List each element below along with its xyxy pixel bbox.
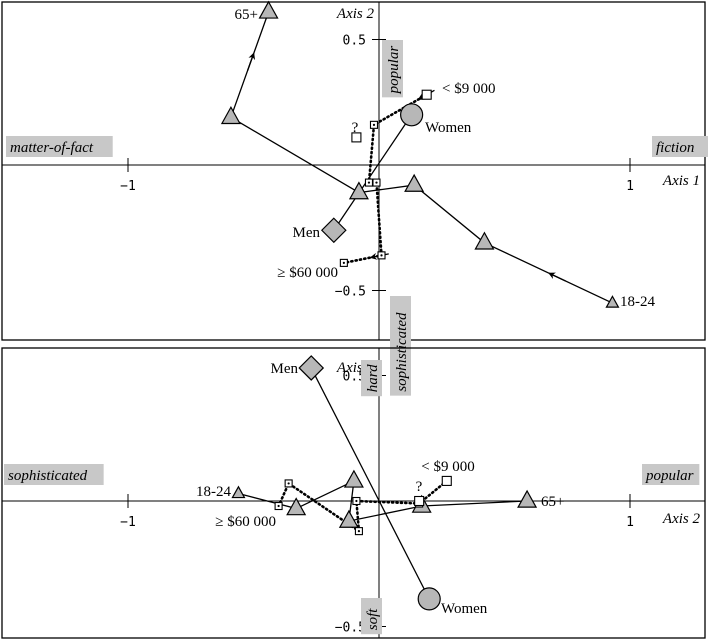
top-income-point-1-dot [372, 123, 376, 126]
bottom-income-point-5-dot [277, 504, 280, 508]
top-gender-point-1 [400, 103, 424, 127]
top-pole-x-negative-box [6, 136, 113, 157]
bottom-income-point-4-dot [287, 482, 290, 485]
bottom-pole-y-positive: hard [365, 364, 381, 392]
top-income-point-0 [421, 89, 432, 100]
bottom-age-label-5: 65+ [541, 494, 564, 510]
top-y-tick-label: 0.5 [343, 34, 366, 49]
bottom-income-unknown-point-0 [414, 495, 425, 507]
top-gender-trajectory [333, 114, 413, 231]
top-income-unknown-point-0 [351, 132, 362, 143]
top-age-point-3 [348, 181, 369, 200]
top-income-unknown-label-0: ? [352, 120, 359, 136]
bottom-y-tick-label: −0.5 [335, 621, 366, 636]
bottom-frame [1, 347, 706, 639]
top-age-point-4 [220, 106, 241, 125]
top-x-tick-label: 1 [626, 179, 634, 194]
bottom-gender-trajectory [310, 367, 430, 600]
top-pole-x-negative: matter-of-fact [10, 140, 94, 156]
bottom-age-point-3 [338, 509, 359, 528]
bottom-age-point-1 [286, 497, 307, 516]
top-income-point-3-dot [375, 181, 378, 184]
top-pole-y-positive: popular [386, 46, 402, 95]
bottom-age-point-0 [231, 485, 246, 499]
top-y-tick-label: −0.5 [335, 285, 366, 300]
bottom-age-point-5 [517, 489, 538, 508]
top-pole-y-positive-box [382, 40, 403, 98]
top-age-label-0: 18-24 [620, 294, 655, 310]
bottom-x-axis-label: Axis 2 [662, 511, 701, 527]
bottom-age-point-2 [343, 469, 364, 488]
top-frame [1, 1, 706, 341]
top-income-point-2-dot [367, 181, 371, 184]
top-gender-label-0: Men [293, 225, 321, 241]
panel-top: −1 1 0.5 −0.5 Axis 1 Axis 2 matter-of-fact fict… [1, 0, 708, 396]
top-income-label-5: ≥ $60 000 [277, 265, 338, 281]
top-pole-y-negative-box [390, 296, 411, 396]
top-pole-x-positive: fiction [656, 140, 694, 156]
top-y-axis-label: Axis 2 [336, 6, 375, 22]
bottom-pole-y-negative-box [361, 598, 382, 635]
top-gender-point-0 [320, 217, 347, 244]
bottom-gender-point-1 [417, 587, 441, 611]
top-age-label-5: 65+ [235, 7, 258, 23]
top-x-axis-label: Axis 1 [662, 173, 700, 189]
bottom-pole-x-positive: popular [645, 468, 694, 484]
bottom-pole-x-negative-box [4, 464, 104, 485]
top-age-point-0 [605, 295, 620, 308]
bottom-age-trajectory [238, 479, 528, 522]
top-gender-label-1: Women [425, 120, 472, 136]
top-x-tick-label: −1 [120, 179, 136, 194]
bottom-income-label-5: ≥ $60 000 [215, 514, 276, 530]
top-age-trajectory [230, 11, 613, 304]
top-age-point-2 [404, 173, 425, 192]
top-income-point-5-dot [342, 261, 345, 264]
top-age-point-5 [258, 0, 279, 19]
bottom-income-unknown-label-0: ? [416, 479, 423, 495]
bottom-income-point-0 [441, 475, 452, 486]
bottom-income-label-0: < $9 000 [421, 459, 474, 475]
top-age-direction-arrow [548, 272, 566, 282]
bottom-pole-x-negative: sophisticated [8, 468, 88, 484]
bottom-y-tick-label: 0.5 [343, 370, 366, 385]
bottom-gender-label-1: Women [441, 601, 488, 617]
top-income-point-4-dot [380, 254, 383, 257]
top-age-point-1 [474, 231, 495, 250]
bottom-pole-y-positive-box [361, 360, 382, 397]
bottom-pole-x-positive-box [642, 464, 700, 485]
bottom-income-point-2-dot [355, 499, 358, 503]
top-age-direction-arrow [246, 52, 256, 71]
bottom-gender-point-0 [298, 355, 325, 381]
bottom-x-tick-label: 1 [626, 515, 634, 530]
top-income-label-0: < $9 000 [442, 81, 495, 97]
bottom-gender-label-0: Men [271, 361, 299, 377]
top-pole-x-positive-box [652, 136, 708, 157]
bottom-age-label-0: 18-24 [196, 484, 231, 500]
bottom-x-tick-label: −1 [120, 515, 136, 530]
bottom-pole-y-negative: soft [365, 608, 381, 631]
bottom-income-point-3-dot [357, 530, 361, 533]
top-pole-y-negative: sophisticated [394, 312, 410, 392]
